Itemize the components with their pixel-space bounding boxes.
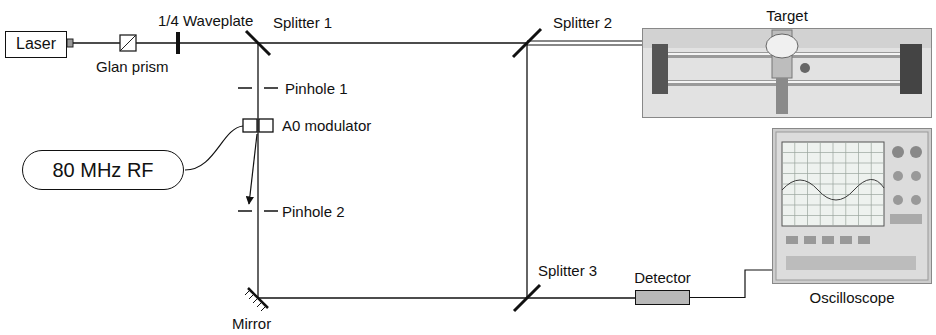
oscilloscope-photo-frame: Oscilloscope [772,128,932,284]
ao-modulator-cell [259,119,273,132]
return-beam [527,44,642,45]
glan-prism-face [120,35,136,51]
target-photo-frame: Target [642,28,932,118]
mirror-hatching [245,290,266,311]
ao-modulator-cell [243,119,257,132]
node-heading: Oscilloscope [809,289,894,306]
rf-generator-box: 80 MHz RF [22,150,184,190]
oscilloscope-photo [772,128,932,284]
part-label: Splitter 2 [553,14,612,31]
node-text: 80 MHz RF [52,159,153,182]
beam-splitter [513,29,541,57]
reference-beam [257,43,258,298]
target-beam [527,40,642,41]
part-label: Pinhole 2 [282,203,345,220]
node-heading: Target [766,7,808,24]
part-label: Glan prism [96,58,169,75]
combined-beam [258,297,635,298]
laser-aperture [67,39,73,47]
quarter-waveplate [176,32,180,54]
detector-box: Detector [635,290,690,305]
laser-box: Laser [5,31,67,58]
pinhole [238,210,252,212]
part-label: A0 modulator [282,117,371,134]
laser-beam [73,42,527,43]
rf-cable [185,126,243,170]
deflected-beam [249,134,257,204]
node-text: Laser [16,35,56,53]
pinhole [264,210,278,212]
part-label: Pinhole 1 [285,80,348,97]
signal-beam [526,43,527,298]
part-label: Splitter 3 [538,262,597,279]
target-photo [642,28,932,118]
pinhole [264,87,278,89]
signal-cable [690,270,772,298]
node-heading: Detector [634,269,691,286]
part-label: Splitter 1 [273,14,332,31]
pinhole [238,87,252,89]
glan-prism [120,35,136,51]
part-label: Mirror [232,315,271,332]
part-label: 1/4 Waveplate [158,12,253,29]
beam-splitter [514,285,540,311]
